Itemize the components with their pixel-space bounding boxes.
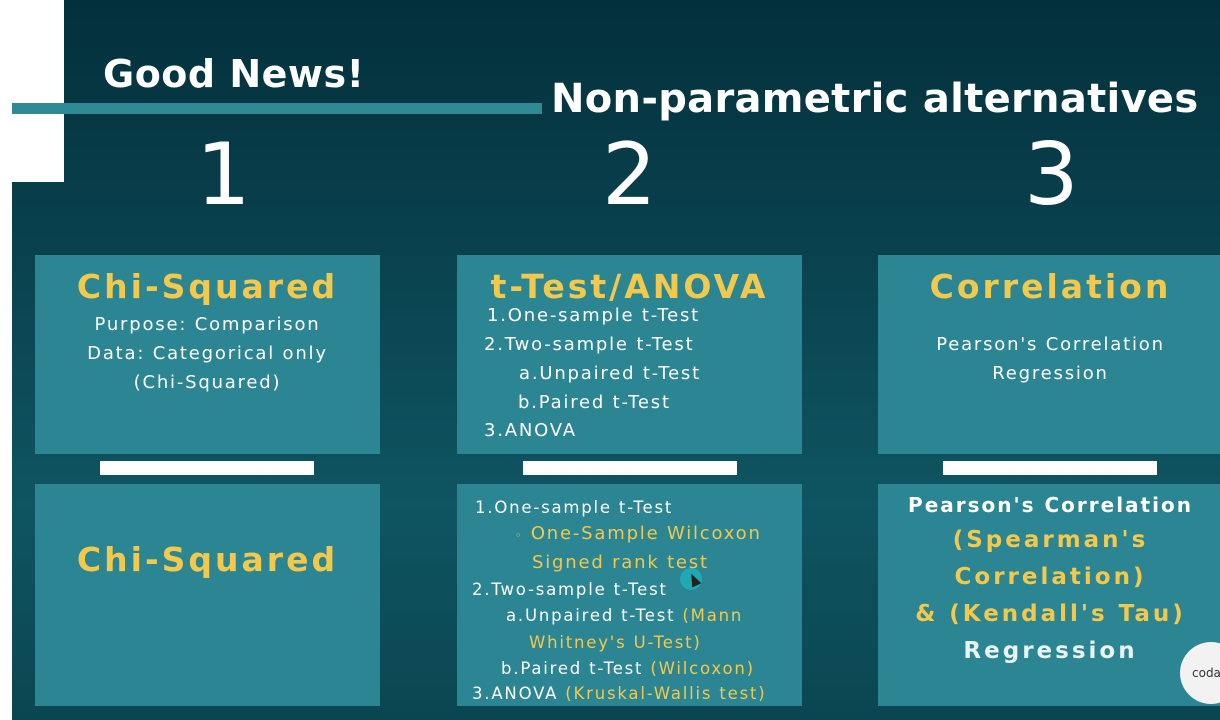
list-item-alternative: ◦ One-Sample Wilcoxon xyxy=(515,523,762,544)
box-line: Regression xyxy=(992,363,1109,384)
box-line: Data: Categorical only xyxy=(87,343,328,364)
box-description: Purpose: Comparison Data: Categorical on… xyxy=(35,310,380,397)
alternative-text-cont: Whitney's U-Test) xyxy=(529,633,702,652)
header-divider-line xyxy=(12,103,542,114)
chi-squared-nonparametric-box: Chi-Squared xyxy=(35,484,380,706)
box-title: Chi-Squared xyxy=(76,267,339,306)
box-title: t-Test/ANOVA xyxy=(490,267,769,306)
list-text: Two-sample t-Test xyxy=(504,334,695,355)
alternative-text: & (Kendall's Tau) xyxy=(915,601,1186,627)
correlation-nonparametric-box: Pearson's Correlation (Spearman's Correl… xyxy=(878,484,1220,706)
list-item: 3.ANOVA (Kruskal-Wallis test) xyxy=(472,684,766,703)
t-test-anova-parametric-box: t-Test/ANOVA 1.One-sample t-Test 2.Two-s… xyxy=(457,255,802,454)
box-description: Pearson's Correlation Regression xyxy=(878,330,1220,388)
correlation-parametric-box: Correlation Pearson's Correlation Regres… xyxy=(878,255,1220,454)
column-number-3: 3 xyxy=(1024,125,1079,225)
column-number-2: 2 xyxy=(602,125,657,225)
column-number-1: 1 xyxy=(196,125,251,225)
white-corner-block xyxy=(12,0,64,182)
alternative-text: One-Sample Wilcoxon xyxy=(530,523,762,544)
list-item: b.Paired t-Test (Wilcoxon) xyxy=(501,659,755,678)
list-text: Two-sample t-Test xyxy=(491,580,668,599)
box-title: Chi-Squared xyxy=(76,540,339,579)
list-marker: 2. xyxy=(484,334,505,355)
box-line: Pearson's Correlation xyxy=(936,334,1165,355)
list-text: ANOVA xyxy=(491,684,559,703)
list-text: One-sample t-Test xyxy=(494,498,674,517)
list-marker: a. xyxy=(506,606,525,625)
list-item: 2.Two-sample t-Test xyxy=(472,580,668,599)
list-marker: a. xyxy=(519,363,540,384)
list-item: 2.Two-sample t-Test xyxy=(484,334,694,355)
list-marker: b. xyxy=(501,659,521,678)
separator-bar xyxy=(100,461,314,475)
list-text: Paired t-Test xyxy=(538,392,671,413)
list-marker: 1. xyxy=(487,305,508,326)
list-item: 3.ANOVA xyxy=(484,420,577,441)
list-text: One-sample t-Test xyxy=(507,305,701,326)
slide: Good News! Non-parametric alternatives 1… xyxy=(12,0,1220,720)
good-news-heading: Good News! xyxy=(103,52,365,96)
alternative-text: (Kruskal-Wallis test) xyxy=(565,684,767,703)
cursor-highlight xyxy=(680,568,702,590)
list-marker: b. xyxy=(518,392,539,413)
list-marker: 2. xyxy=(472,580,492,599)
list-item: a.Unpaired t-Test (Mann xyxy=(506,606,743,625)
regression-line: Regression xyxy=(963,638,1138,664)
list-item: 1.One-sample t-Test xyxy=(487,305,700,326)
t-test-anova-nonparametric-box: 1.One-sample t-Test ◦ One-Sample Wilcoxo… xyxy=(457,484,802,706)
alternative-text: Correlation) xyxy=(954,564,1147,590)
alternative-text: (Spearman's xyxy=(952,527,1149,553)
list-marker: 3. xyxy=(484,420,505,441)
list-item: b.Paired t-Test xyxy=(518,392,671,413)
box-line: Purpose: Comparison xyxy=(94,314,321,335)
slide-title: Non-parametric alternatives xyxy=(551,76,1199,122)
list-text: Unpaired t-Test xyxy=(524,606,676,625)
list-text: ANOVA xyxy=(504,420,577,441)
list-marker: 3. xyxy=(472,684,492,703)
box-title: Correlation xyxy=(929,267,1172,306)
list-item: a.Unpaired t-Test xyxy=(519,363,701,384)
separator-bar xyxy=(523,461,737,475)
alternative-text: (Mann xyxy=(682,606,744,625)
alternative-text-cont: Signed rank test xyxy=(532,552,709,573)
bullet-marker: ◦ xyxy=(515,529,524,542)
alternative-text: (Wilcoxon) xyxy=(650,659,755,678)
list-text: Unpaired t-Test xyxy=(539,363,701,384)
list-item: 1.One-sample t-Test xyxy=(475,498,673,517)
separator-bar xyxy=(943,461,1157,475)
list-marker: 1. xyxy=(475,498,495,517)
chi-squared-parametric-box: Chi-Squared Purpose: Comparison Data: Ca… xyxy=(35,255,380,454)
correlation-line: Pearson's Correlation xyxy=(908,493,1193,517)
box-line: (Chi-Squared) xyxy=(133,372,282,393)
list-text: Paired t-Test xyxy=(520,659,644,678)
